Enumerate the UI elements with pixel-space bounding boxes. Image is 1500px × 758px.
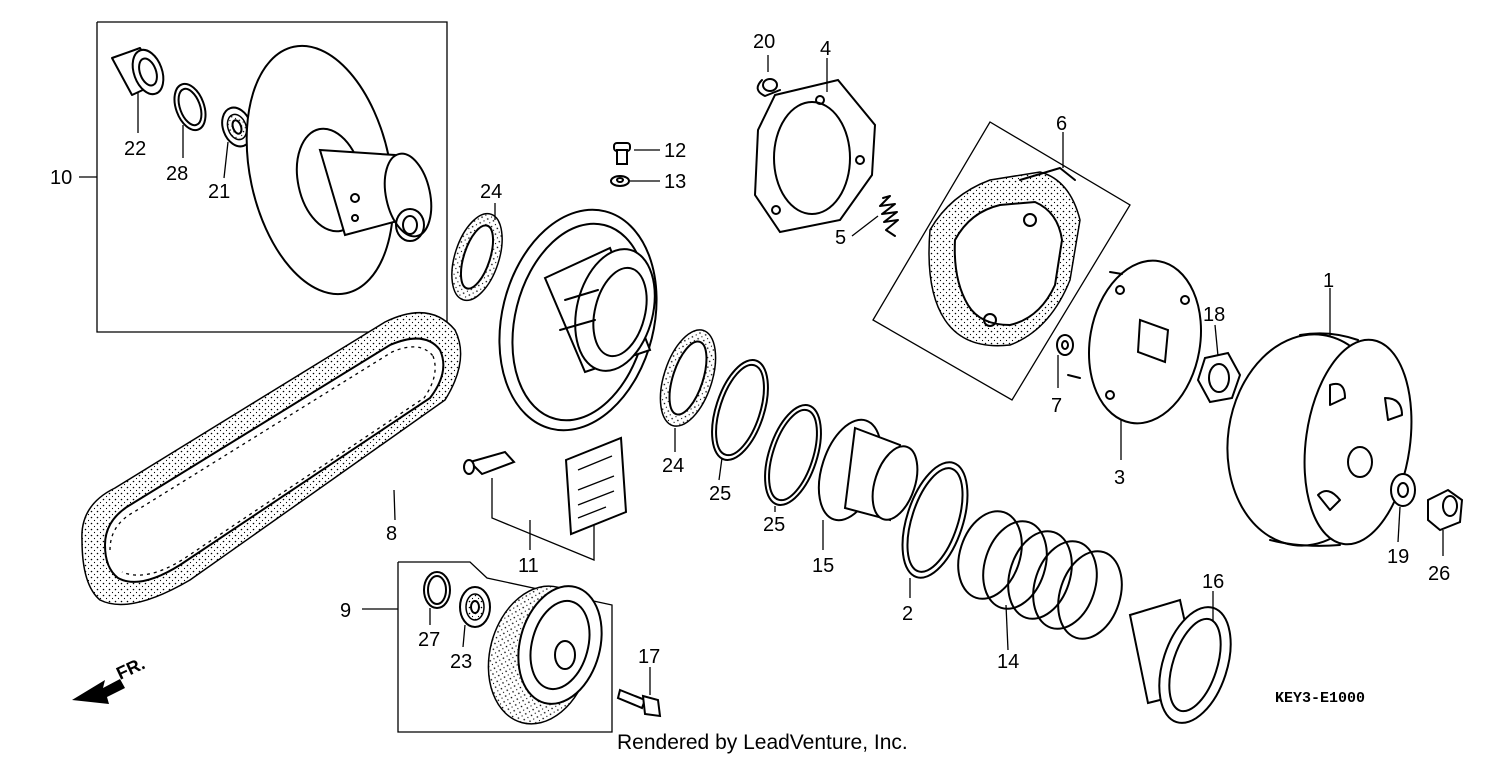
callout-2: 2 bbox=[902, 603, 913, 625]
callout-14: 14 bbox=[997, 651, 1019, 673]
callout-24-upper: 24 bbox=[480, 181, 502, 203]
callout-23: 23 bbox=[450, 651, 472, 673]
part-2-o-ring[interactable] bbox=[890, 454, 980, 585]
part-11-movable-driven-face[interactable] bbox=[477, 193, 679, 447]
part-20-clip[interactable] bbox=[756, 78, 781, 97]
leader-lines bbox=[79, 55, 1444, 695]
credit-text: Rendered by LeadVenture, Inc. bbox=[617, 731, 908, 754]
part-8-drive-belt[interactable] bbox=[81, 311, 462, 606]
part-13-collar[interactable] bbox=[610, 175, 630, 187]
callout-19: 19 bbox=[1387, 546, 1409, 568]
part-24-oil-seal-upper[interactable] bbox=[442, 207, 512, 306]
callout-1: 1 bbox=[1323, 270, 1334, 292]
part-1-clutch-outer[interactable] bbox=[1214, 324, 1424, 556]
callout-22: 22 bbox=[124, 138, 146, 160]
grease-packet bbox=[564, 436, 628, 536]
callout-16: 16 bbox=[1202, 571, 1224, 593]
part-22-needle-bearing[interactable] bbox=[111, 46, 169, 99]
front-direction-arrow-icon bbox=[72, 679, 125, 704]
callout-5: 5 bbox=[835, 227, 846, 249]
part-6-clutch-weight-set[interactable] bbox=[928, 167, 1081, 347]
callout-27: 27 bbox=[418, 629, 440, 651]
callout-10: 10 bbox=[50, 167, 72, 189]
callout-8: 8 bbox=[386, 523, 397, 545]
part-28-circlip[interactable] bbox=[169, 80, 212, 135]
callout-9: 9 bbox=[340, 600, 351, 622]
group-9-frame bbox=[397, 561, 613, 733]
callout-3: 3 bbox=[1114, 467, 1125, 489]
part-24-oil-seal-lower[interactable] bbox=[650, 323, 727, 433]
callout-12: 12 bbox=[664, 140, 686, 162]
callout-24-lower: 24 bbox=[662, 455, 684, 477]
callout-6: 6 bbox=[1056, 113, 1067, 135]
callout-26: 26 bbox=[1428, 563, 1450, 585]
part-3-drive-plate[interactable] bbox=[1067, 252, 1213, 433]
callout-18: 18 bbox=[1203, 304, 1225, 326]
part-23-bearing[interactable] bbox=[459, 586, 491, 628]
part-15-seal-collar[interactable] bbox=[807, 412, 925, 528]
part-4-plate[interactable] bbox=[753, 78, 877, 234]
part-9-pulley[interactable] bbox=[474, 574, 615, 735]
callout-21: 21 bbox=[208, 181, 230, 203]
part-17-bolt[interactable] bbox=[616, 688, 662, 718]
callout-4: 4 bbox=[820, 38, 831, 60]
diagram-code: KEY3-E1000 bbox=[1275, 690, 1365, 707]
grease-tube bbox=[463, 450, 516, 476]
part-10-driven-face[interactable] bbox=[225, 32, 438, 308]
callout-17: 17 bbox=[638, 646, 660, 668]
callout-25-a: 25 bbox=[709, 483, 731, 505]
part-25-o-ring-b[interactable] bbox=[754, 398, 832, 512]
callout-20: 20 bbox=[753, 31, 775, 53]
part-16-spring-collar[interactable] bbox=[1128, 598, 1244, 732]
part-25-o-ring-a[interactable] bbox=[701, 353, 779, 467]
part-14-driven-face-spring[interactable] bbox=[948, 503, 1133, 647]
front-direction-label: FR. bbox=[113, 653, 148, 683]
callout-15: 15 bbox=[812, 555, 834, 577]
callout-labels: 1 2 3 4 5 6 7 8 9 10 11 12 13 14 15 16 1… bbox=[50, 31, 1450, 673]
part-27-circlip[interactable] bbox=[423, 571, 451, 609]
callout-11: 11 bbox=[518, 555, 539, 577]
part-18-nut[interactable] bbox=[1196, 351, 1242, 404]
callout-7: 7 bbox=[1051, 395, 1062, 417]
part-5-clutch-spring[interactable] bbox=[879, 195, 899, 237]
part-12-guide-pin[interactable] bbox=[613, 142, 631, 165]
part-19-washer[interactable] bbox=[1390, 473, 1416, 507]
callout-28: 28 bbox=[166, 163, 188, 185]
callout-13: 13 bbox=[664, 171, 686, 193]
callout-25-b: 25 bbox=[763, 514, 785, 536]
group-6-frame bbox=[872, 121, 1131, 401]
part-7-nut[interactable] bbox=[1056, 334, 1074, 356]
part-26-nut[interactable] bbox=[1427, 488, 1464, 532]
